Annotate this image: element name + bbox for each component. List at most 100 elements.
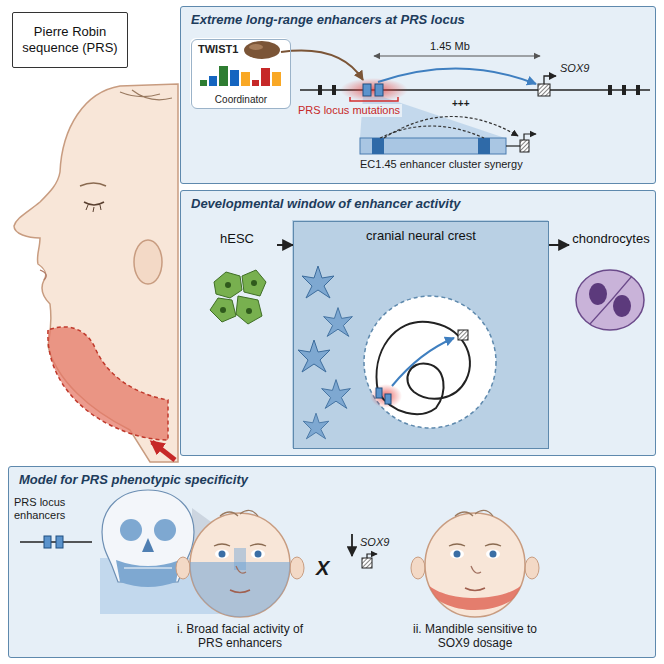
panel: Developmental window of enhancer activit… [180, 190, 656, 456]
locus-diagram [318, 85, 322, 95]
locus-diagram [378, 68, 536, 84]
baby-face [411, 557, 425, 579]
profile-face [120, 90, 172, 100]
panel-fill [190, 38, 290, 108]
stem-cells [214, 272, 242, 298]
mandible-region [152, 442, 175, 460]
locus-diagram [506, 145, 520, 146]
twist1-factor [241, 72, 250, 86]
sox9-dosage-icon [367, 554, 377, 558]
locus-diagram [520, 140, 529, 152]
baby-face [486, 550, 500, 559]
cross-mark: X [316, 556, 329, 580]
locus-diagram [372, 138, 384, 154]
locus-diagram [281, 51, 363, 80]
skull [120, 519, 142, 541]
neural-crest-cells [324, 308, 353, 337]
panel-heading: Developmental window of enhancer activit… [191, 196, 645, 212]
baby-face [214, 544, 266, 546]
skull [154, 519, 176, 541]
twist1-factor [252, 80, 259, 86]
factor-box: TWIST1Coordinator [191, 39, 291, 109]
stem-cells [251, 280, 257, 286]
baby-face [215, 550, 229, 559]
baby-face [465, 588, 485, 591]
skull [124, 568, 172, 569]
baby-face [186, 562, 296, 622]
locus-diagram [360, 138, 506, 154]
profile-face [80, 183, 106, 186]
mutation-label: PRS locus mutations [296, 104, 402, 117]
stage-box: cranial neural crest [293, 221, 549, 449]
panel-fill [180, 6, 656, 184]
skull [142, 538, 154, 552]
locus-diagram [281, 51, 650, 154]
profile-face [14, 84, 178, 462]
gene-label: SOX9 [560, 62, 589, 75]
node-label: Pierre Robin sequence (PRS) [21, 24, 119, 57]
profile-face [14, 84, 178, 462]
locus-diagram [380, 126, 484, 138]
twist1-factor [209, 76, 217, 86]
gene-label: SOX9 [360, 536, 389, 549]
cell-stage: hESC [197, 227, 277, 337]
neural-crest-cells [298, 266, 352, 439]
stem-cells [210, 270, 266, 324]
profile-face [40, 270, 46, 280]
baby-face [176, 510, 304, 622]
twist1-factor [230, 70, 239, 86]
locus-diagram [350, 97, 398, 101]
neural-crest-cells [303, 413, 329, 439]
sox9-dosage-icon [351, 534, 353, 556]
twist1-factor [200, 80, 207, 86]
locus-diagram [622, 85, 626, 95]
baby-face [251, 550, 265, 559]
chromatin-loop [377, 322, 470, 414]
profile-face [86, 205, 101, 212]
chromatin-loop [364, 296, 496, 428]
chondrocyte-cell [613, 295, 631, 317]
chromatin-loop [385, 394, 391, 404]
twist1-factor [244, 41, 280, 59]
twist1-factor [261, 68, 270, 86]
node-label: Coordinator [198, 94, 284, 105]
cluster-label: EC1.45 enhancer cluster synergy [360, 158, 523, 171]
panel-fill [292, 220, 548, 448]
node-label: TWIST1 [198, 43, 284, 55]
mandible-region [48, 327, 168, 440]
chromatin-loop [370, 384, 402, 408]
baby-face [490, 551, 497, 558]
baby-face [454, 551, 461, 558]
dimension-label: 1.45 Mb [430, 40, 470, 53]
baby-face [425, 513, 525, 617]
baby-face [236, 566, 246, 573]
baby-face [424, 580, 526, 610]
stem-cells [210, 298, 236, 322]
stage-arrow [549, 244, 569, 246]
cell-stage: chondrocytes [569, 227, 653, 337]
chromatin-loop [364, 296, 496, 428]
baby-face [230, 590, 250, 593]
locus-diagram [636, 85, 640, 95]
chromatin-loop [376, 388, 382, 398]
panel-heading: Extreme long-range enhancers at PRS locu… [191, 12, 645, 28]
chromatin-loop [458, 330, 468, 340]
chondrocyte-cell [576, 270, 644, 330]
twist1-factor [272, 72, 281, 86]
synergy-mark: +++ [452, 98, 470, 110]
locus-diagram [374, 55, 540, 56]
enhancer-icon [44, 536, 51, 548]
locus-diagram [332, 85, 336, 95]
profile-face [134, 240, 162, 284]
stage-arrow [277, 244, 293, 246]
neural-crest-cells [302, 266, 334, 298]
node-label: cranial neural crest [294, 228, 548, 243]
locus-diagram [608, 85, 612, 95]
baby-face [450, 550, 464, 559]
neural-crest-cells [298, 340, 330, 372]
chondrocyte-cell [576, 270, 644, 330]
panel-fill [8, 6, 656, 658]
profile-face [84, 202, 104, 205]
